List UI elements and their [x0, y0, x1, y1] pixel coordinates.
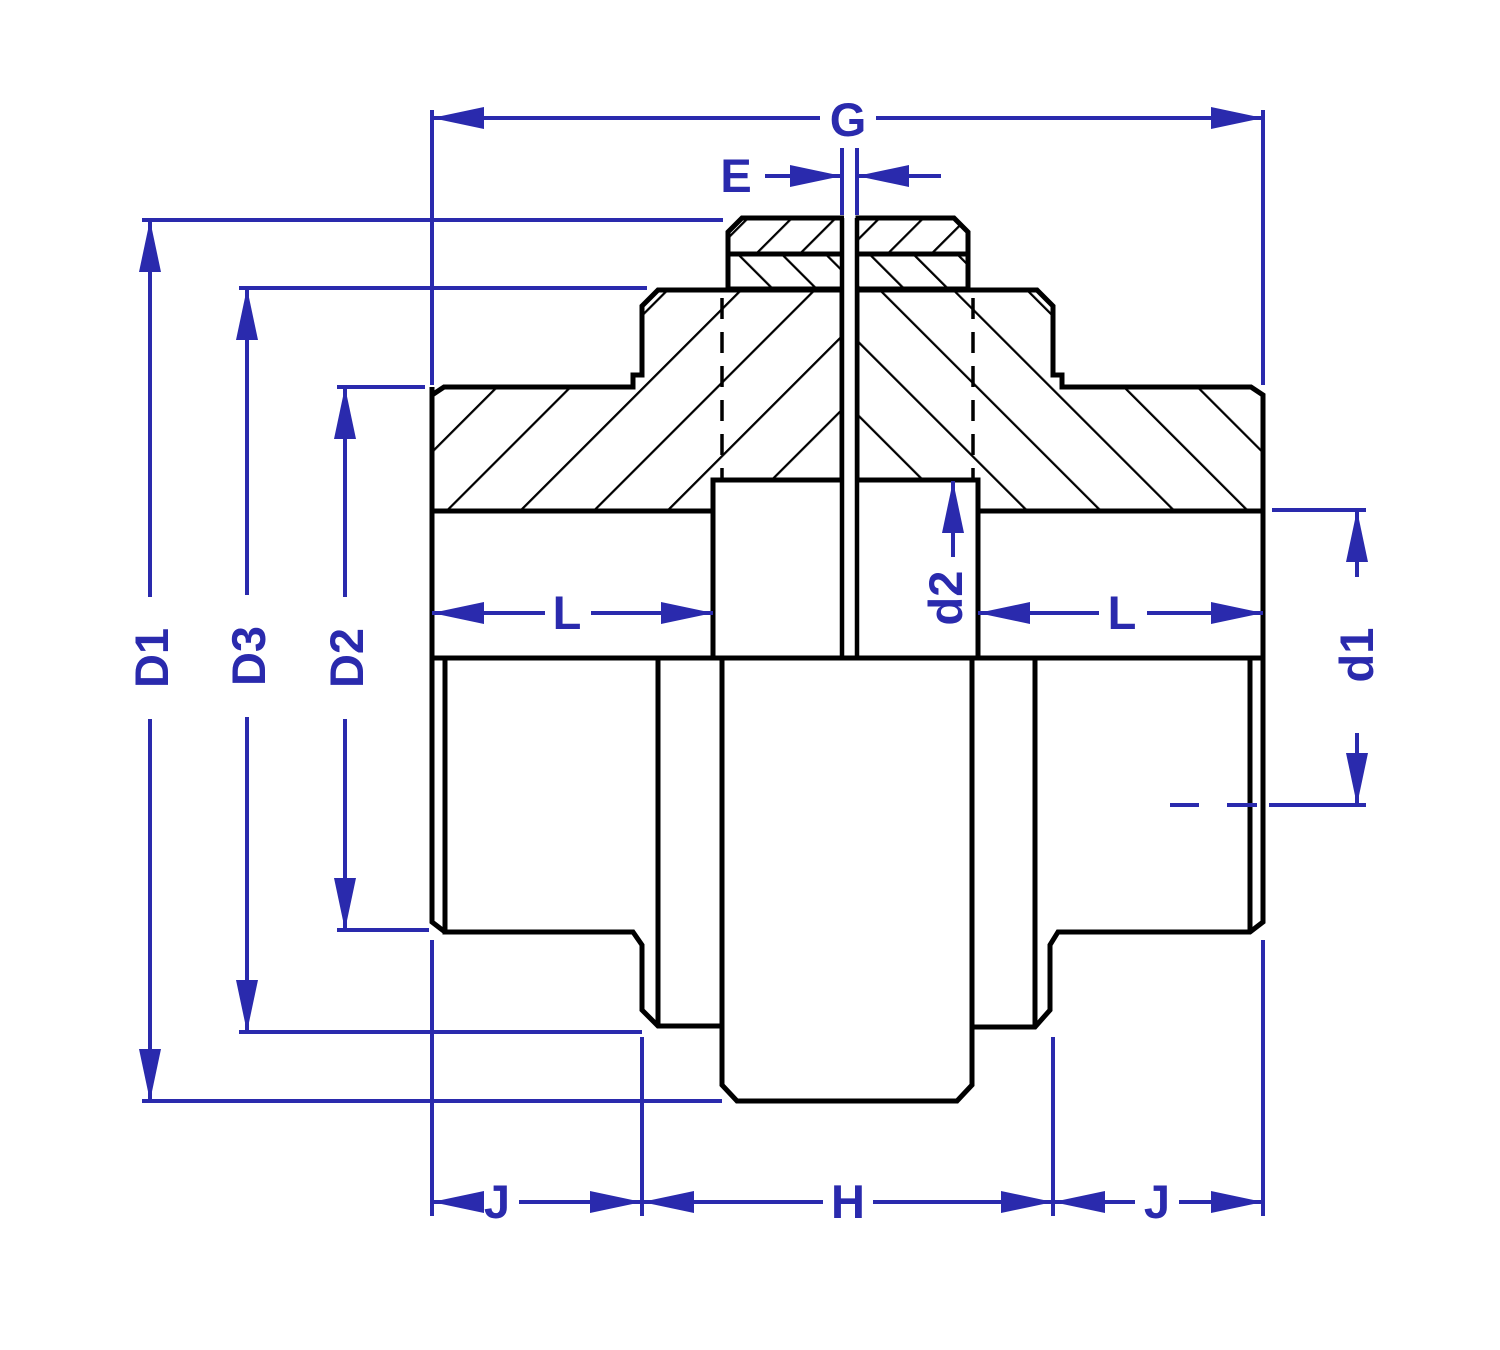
dim-label-d3: D3 [222, 626, 275, 686]
dim-label-e: E [720, 149, 751, 202]
arrowheads [139, 107, 1368, 1213]
dim-label-g: G [830, 93, 867, 146]
arrow-g-right [1211, 107, 1263, 129]
arrow-d3-up [236, 288, 258, 340]
section-upper-half [429, 215, 1266, 514]
arrow-g-left [432, 107, 484, 129]
arrow-d1cap-down [139, 1049, 161, 1101]
arrow-l-right-b [1211, 602, 1263, 624]
arrow-j2-left [1053, 1191, 1105, 1213]
arrow-l-right-a [978, 602, 1030, 624]
dim-label-j-right: J [1144, 1175, 1170, 1228]
dimension-annotations: G E D1 D3 D2 L L d2 d1 J H J [125, 93, 1383, 1228]
arrow-j2-right [1211, 1191, 1263, 1213]
arrow-d1-down [1346, 753, 1368, 805]
hub-left-barrel [442, 660, 722, 1029]
arrow-d2cap-down [334, 878, 356, 930]
dim-label-d1-bore: d1 [1330, 628, 1383, 683]
arrow-e-left [790, 165, 842, 187]
hub-left-outline [429, 658, 447, 934]
arrow-d2cap-up [334, 387, 356, 439]
extension-lines [142, 110, 1366, 1216]
dim-label-d2-bore: d2 [919, 571, 972, 626]
hub-right-barrel [972, 658, 1266, 1030]
arrow-l-left-a [432, 602, 484, 624]
dim-label-d1-cap: D1 [125, 628, 178, 688]
dim-label-l-left: L [553, 586, 582, 639]
shaft-gap-slit [844, 214, 856, 658]
arrow-d2-up [942, 481, 964, 533]
center-hub-outline [719, 658, 975, 1104]
dimension-labels: G E D1 D3 D2 L L d2 d1 J H J [125, 93, 1383, 1228]
arrow-d1-up [1346, 510, 1368, 562]
arrow-j1-right [590, 1191, 642, 1213]
arrow-l-left-b [661, 602, 713, 624]
hub-left-section [429, 287, 845, 514]
hub-right-section [854, 287, 1266, 514]
arrow-d3-down [236, 980, 258, 1032]
arrow-j1-left [432, 1191, 484, 1213]
dim-label-h: H [831, 1175, 865, 1228]
dim-label-d2-cap: D2 [320, 628, 373, 688]
arrow-d1cap-up [139, 220, 161, 272]
dim-label-l-right: L [1108, 586, 1137, 639]
arrow-h-left [642, 1191, 694, 1213]
arrow-h-right [1001, 1191, 1053, 1213]
shaft-gap-slit-edges [839, 218, 860, 658]
arrow-e-right [857, 165, 909, 187]
outside-view-lower-half [429, 658, 1266, 1104]
dim-label-j-left: J [484, 1175, 510, 1228]
hidden-face-lines [720, 298, 975, 480]
